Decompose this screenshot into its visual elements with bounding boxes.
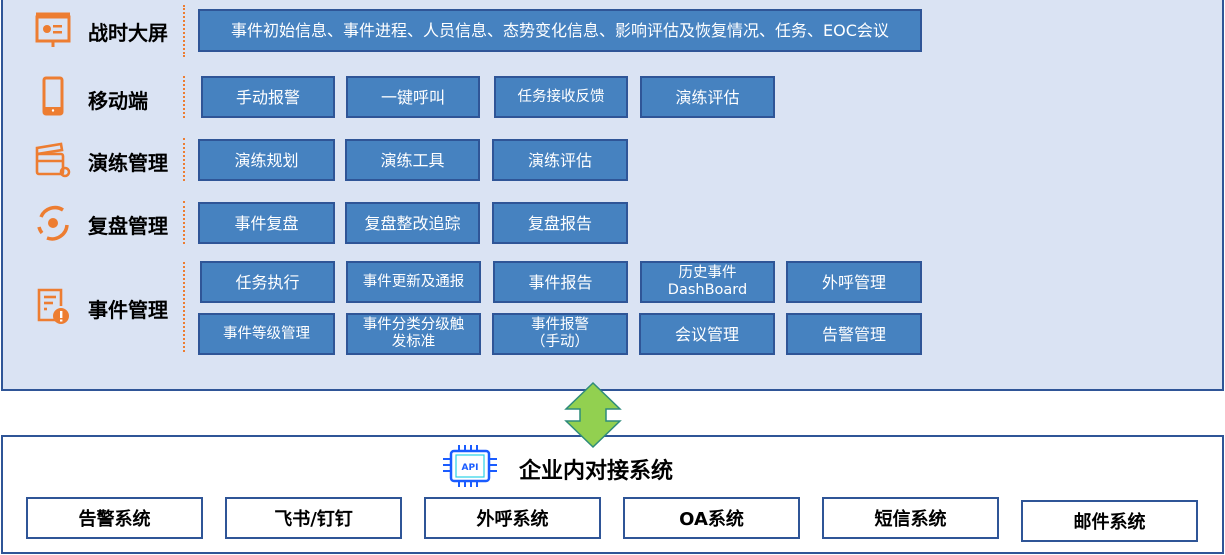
- drill-evaluation-button[interactable]: 演练评估: [492, 139, 628, 181]
- button-label: 复盘整改追踪: [364, 213, 461, 233]
- system-oa[interactable]: OA系统: [623, 497, 800, 539]
- drill-planning-button[interactable]: 演练规划: [198, 139, 335, 181]
- event-classification-button[interactable]: 事件分类分级触发标准: [346, 313, 481, 355]
- mobile-phone-icon: [42, 76, 64, 116]
- event-review-button[interactable]: 事件复盘: [198, 202, 335, 244]
- manual-alarm-button[interactable]: 手动报警: [201, 76, 335, 118]
- section-label-mobile: 移动端: [88, 89, 148, 113]
- system-alarm[interactable]: 告警系统: [26, 497, 203, 539]
- system-sms[interactable]: 短信系统: [822, 497, 999, 539]
- system-feishu-dingtalk[interactable]: 飞书/钉钉: [225, 497, 402, 539]
- drill-tools-button[interactable]: 演练工具: [345, 139, 480, 181]
- section-label-review: 复盘管理: [88, 214, 168, 238]
- task-execution-button[interactable]: 任务执行: [200, 261, 335, 303]
- review-report-button[interactable]: 复盘报告: [492, 202, 628, 244]
- outbound-call-mgmt-button[interactable]: 外呼管理: [786, 261, 922, 303]
- divider: [183, 201, 185, 244]
- button-label: 历史事件DashBoard: [667, 265, 748, 298]
- button-label: 事件更新及通报: [362, 273, 465, 290]
- history-dashboard-button[interactable]: 历史事件DashBoard: [640, 261, 775, 303]
- divider: [183, 5, 185, 57]
- event-update-notify-button[interactable]: 事件更新及通报: [346, 261, 481, 303]
- one-key-call-button[interactable]: 一键呼叫: [346, 76, 480, 118]
- divider: [183, 262, 185, 352]
- section-label-event: 事件管理: [88, 298, 168, 322]
- event-level-mgmt-button[interactable]: 事件等级管理: [198, 313, 335, 355]
- divider: [183, 76, 185, 118]
- cycle-review-icon: [37, 205, 69, 241]
- section-label-drill: 演练管理: [88, 151, 168, 175]
- review-rectification-button[interactable]: 复盘整改追踪: [345, 202, 480, 244]
- meeting-mgmt-button[interactable]: 会议管理: [639, 313, 775, 355]
- drill-evaluation-mobile-button[interactable]: 演练评估: [640, 76, 775, 118]
- document-alert-icon: [37, 288, 69, 324]
- section-label-war-screen: 战时大屏: [88, 21, 168, 45]
- divider: [183, 138, 185, 181]
- button-label: 事件报警（手动）: [531, 317, 589, 350]
- alert-mgmt-button[interactable]: 告警管理: [786, 313, 922, 355]
- task-feedback-button[interactable]: 任务接收反馈: [494, 76, 628, 118]
- event-alarm-manual-button[interactable]: 事件报警（手动）: [492, 313, 628, 355]
- presentation-screen-icon: [35, 12, 71, 47]
- svg-text:API: API: [462, 463, 479, 473]
- enterprise-panel: [1, 435, 1224, 554]
- system-email[interactable]: 邮件系统: [1021, 500, 1198, 542]
- event-report-button[interactable]: 事件报告: [493, 261, 628, 303]
- enterprise-title: 企业内对接系统: [519, 459, 674, 484]
- api-chip-icon: API: [443, 445, 497, 487]
- system-outbound-call[interactable]: 外呼系统: [424, 497, 601, 539]
- clapperboard-gear-icon: [35, 142, 71, 178]
- double-arrow-icon: [564, 381, 622, 449]
- button-label: 事件分类分级触发标准: [362, 317, 465, 350]
- war-screen-info-button[interactable]: 事件初始信息、事件进程、人员信息、态势变化信息、影响评估及恢复情况、任务、EOC…: [198, 9, 922, 52]
